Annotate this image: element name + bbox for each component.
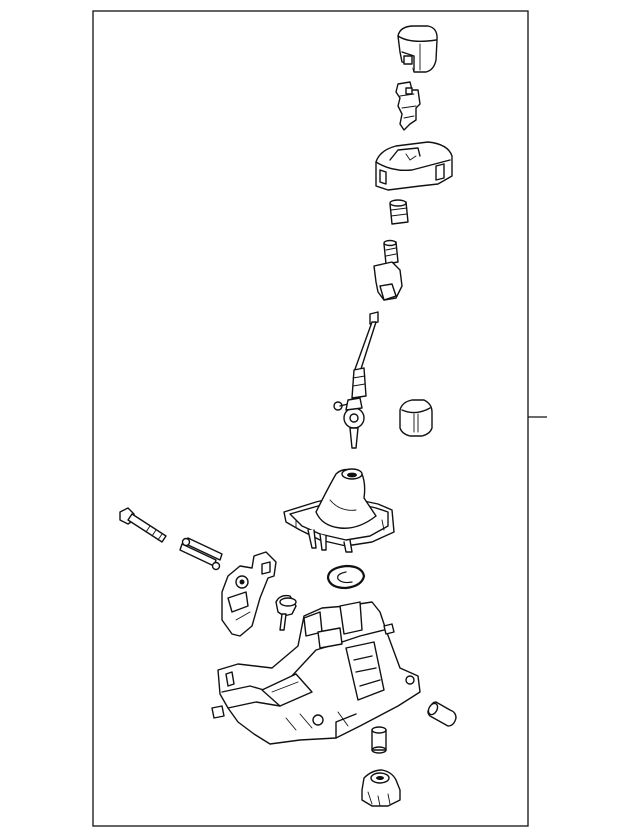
- stop-pin: [371, 726, 387, 754]
- shift-boot: [283, 468, 395, 553]
- lock-solenoid: [275, 594, 297, 631]
- bolt: [119, 507, 167, 543]
- detent-plunger: [373, 239, 403, 301]
- shifter-base: [211, 601, 421, 745]
- diagram-frame: [92, 10, 529, 827]
- mount-grommet: [361, 769, 401, 807]
- bushing-lower: [427, 701, 457, 727]
- shift-lever: [333, 311, 379, 449]
- knob-cover: [375, 141, 453, 191]
- retaining-clip: [326, 564, 366, 590]
- bushing-upper: [389, 199, 409, 225]
- cable-bushing: [399, 399, 433, 437]
- pins: [179, 537, 223, 571]
- bracket: [221, 551, 277, 637]
- shift-knob: [397, 25, 438, 73]
- knob-retainer-clip: [395, 81, 421, 131]
